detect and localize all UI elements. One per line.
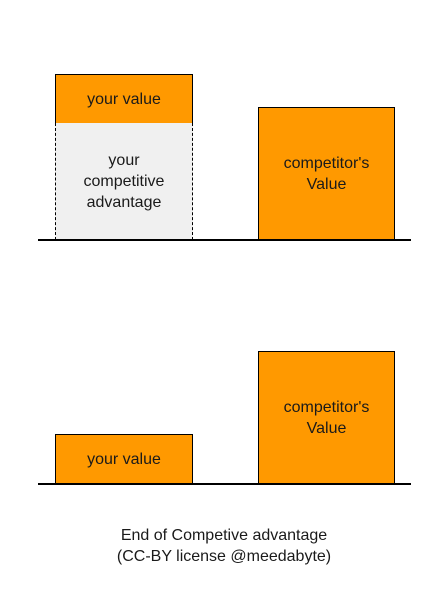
competitor-value-label: competitor's Value: [283, 154, 370, 193]
competitive-advantage-label: your competitive advantage: [83, 151, 165, 211]
your-value-label: your value: [87, 90, 161, 108]
your-value-box-top: your value: [55, 74, 193, 124]
competitor-value-box-bottom: competitor's Value: [258, 351, 395, 484]
competitive-advantage-box: your competitive advantage: [55, 123, 193, 240]
competitor-value-label-bottom: competitor's Value: [283, 398, 370, 437]
caption-line-1: End of Competive advantage: [120, 527, 328, 544]
your-value-label-bottom: your value: [87, 450, 161, 468]
caption-line-2: (CC-BY license @meedabyte): [116, 548, 332, 565]
competitor-value-box-top: competitor's Value: [258, 107, 395, 240]
your-value-box-bottom: your value: [55, 434, 193, 484]
baseline-bottom: [38, 483, 411, 485]
baseline-top: [38, 239, 411, 241]
